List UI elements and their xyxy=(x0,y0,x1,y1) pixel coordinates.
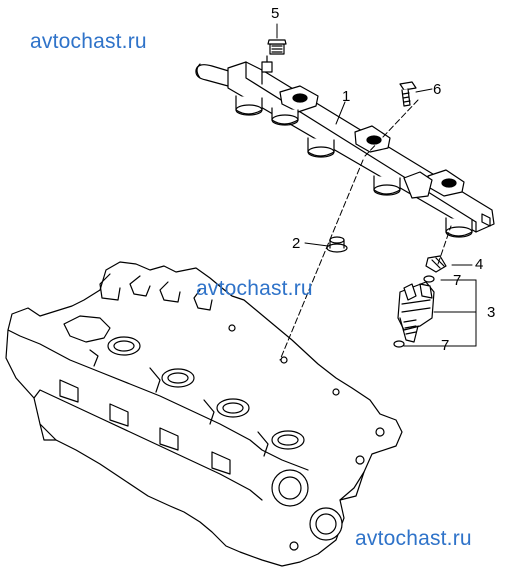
callout-5: 5 xyxy=(271,5,280,22)
watermark-top: avtochast.ru xyxy=(30,30,147,53)
callout-7-top: 7 xyxy=(453,272,462,289)
callout-4: 4 xyxy=(475,256,484,273)
callout-1: 1 xyxy=(342,88,351,105)
leader-lines xyxy=(276,23,477,347)
callout-3: 3 xyxy=(487,304,496,321)
callout-7-bottom: 7 xyxy=(441,337,450,354)
cylinder-head xyxy=(5,261,403,567)
watermark-middle: avtochast.ru xyxy=(196,277,313,300)
callout-6: 6 xyxy=(433,81,442,98)
callout-2: 2 xyxy=(292,235,301,252)
clip xyxy=(425,255,447,273)
grommet xyxy=(326,236,348,253)
bolt xyxy=(399,81,417,107)
fuel-injector xyxy=(393,275,435,348)
alignment-lines xyxy=(279,99,452,361)
fuel-rail xyxy=(195,61,495,238)
watermark-bottom: avtochast.ru xyxy=(355,527,472,550)
valve-cap xyxy=(261,39,287,73)
